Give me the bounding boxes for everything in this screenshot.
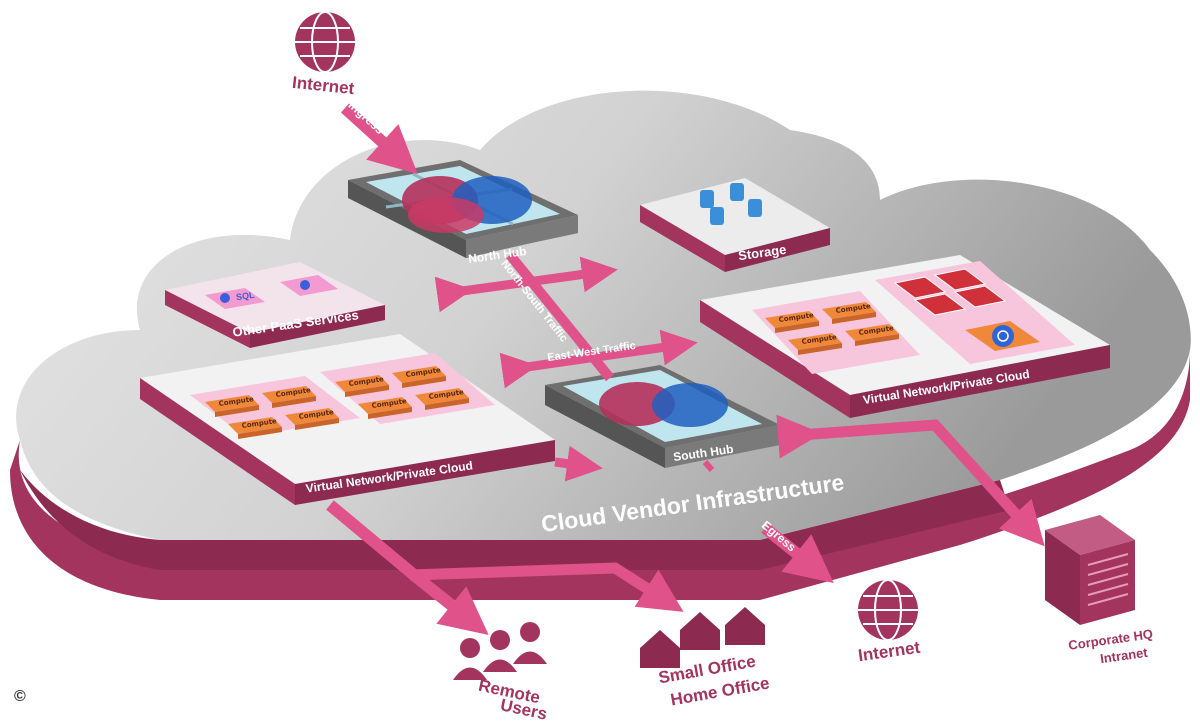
copyright-mark: ©: [14, 688, 26, 705]
compute-tile: Compute: [205, 395, 259, 417]
houses-icon: [640, 607, 765, 668]
south-hub-down-arrow: [702, 460, 715, 472]
compute-tile: Compute: [262, 386, 316, 408]
sql-icon: [205, 288, 265, 309]
paas-tile[interactable]: [165, 262, 385, 348]
globe-icon-bottom: [858, 579, 918, 641]
storage-tile[interactable]: [640, 178, 830, 272]
compute-group-left: ComputeComputeComputeComputeComputeCompu…: [205, 366, 469, 439]
storage-icon: [700, 183, 762, 225]
cloud-rim: [20, 470, 1010, 570]
ingress-arrow: [340, 103, 418, 175]
compute-tile: Compute: [228, 417, 282, 439]
vnet-left-tile[interactable]: ComputeComputeComputeComputeComputeCompu…: [140, 334, 555, 505]
arrows: [326, 103, 1045, 635]
compute-tile: Compute: [415, 388, 469, 410]
compute-tile: Compute: [788, 333, 842, 355]
compute-tile: Compute: [358, 397, 412, 419]
kubernetes-icon: [965, 321, 1040, 351]
soho-arrow: [409, 562, 684, 612]
north-hub-tile[interactable]: [348, 160, 578, 258]
corporate-arrow: [776, 414, 1045, 547]
database-icon: [280, 275, 338, 296]
compute-tile: Compute: [392, 366, 446, 388]
east-west-upper-arrow: [434, 256, 618, 313]
egress-arrow: [761, 523, 834, 583]
compute-tile: Compute: [335, 375, 389, 397]
compute-tile: Compute: [765, 311, 819, 333]
east-west-lower-arrow: [499, 329, 698, 389]
vnet-left-to-south-hub-arrow: [554, 445, 603, 482]
users-icon: [453, 622, 547, 680]
globe-icon-top: [295, 11, 355, 73]
compute-tile: Compute: [285, 408, 339, 430]
server-icon: [1045, 515, 1135, 625]
compute-tile: Compute: [822, 302, 876, 324]
container-grid-icon: [893, 268, 1007, 316]
compute-tile: Compute: [845, 324, 899, 346]
